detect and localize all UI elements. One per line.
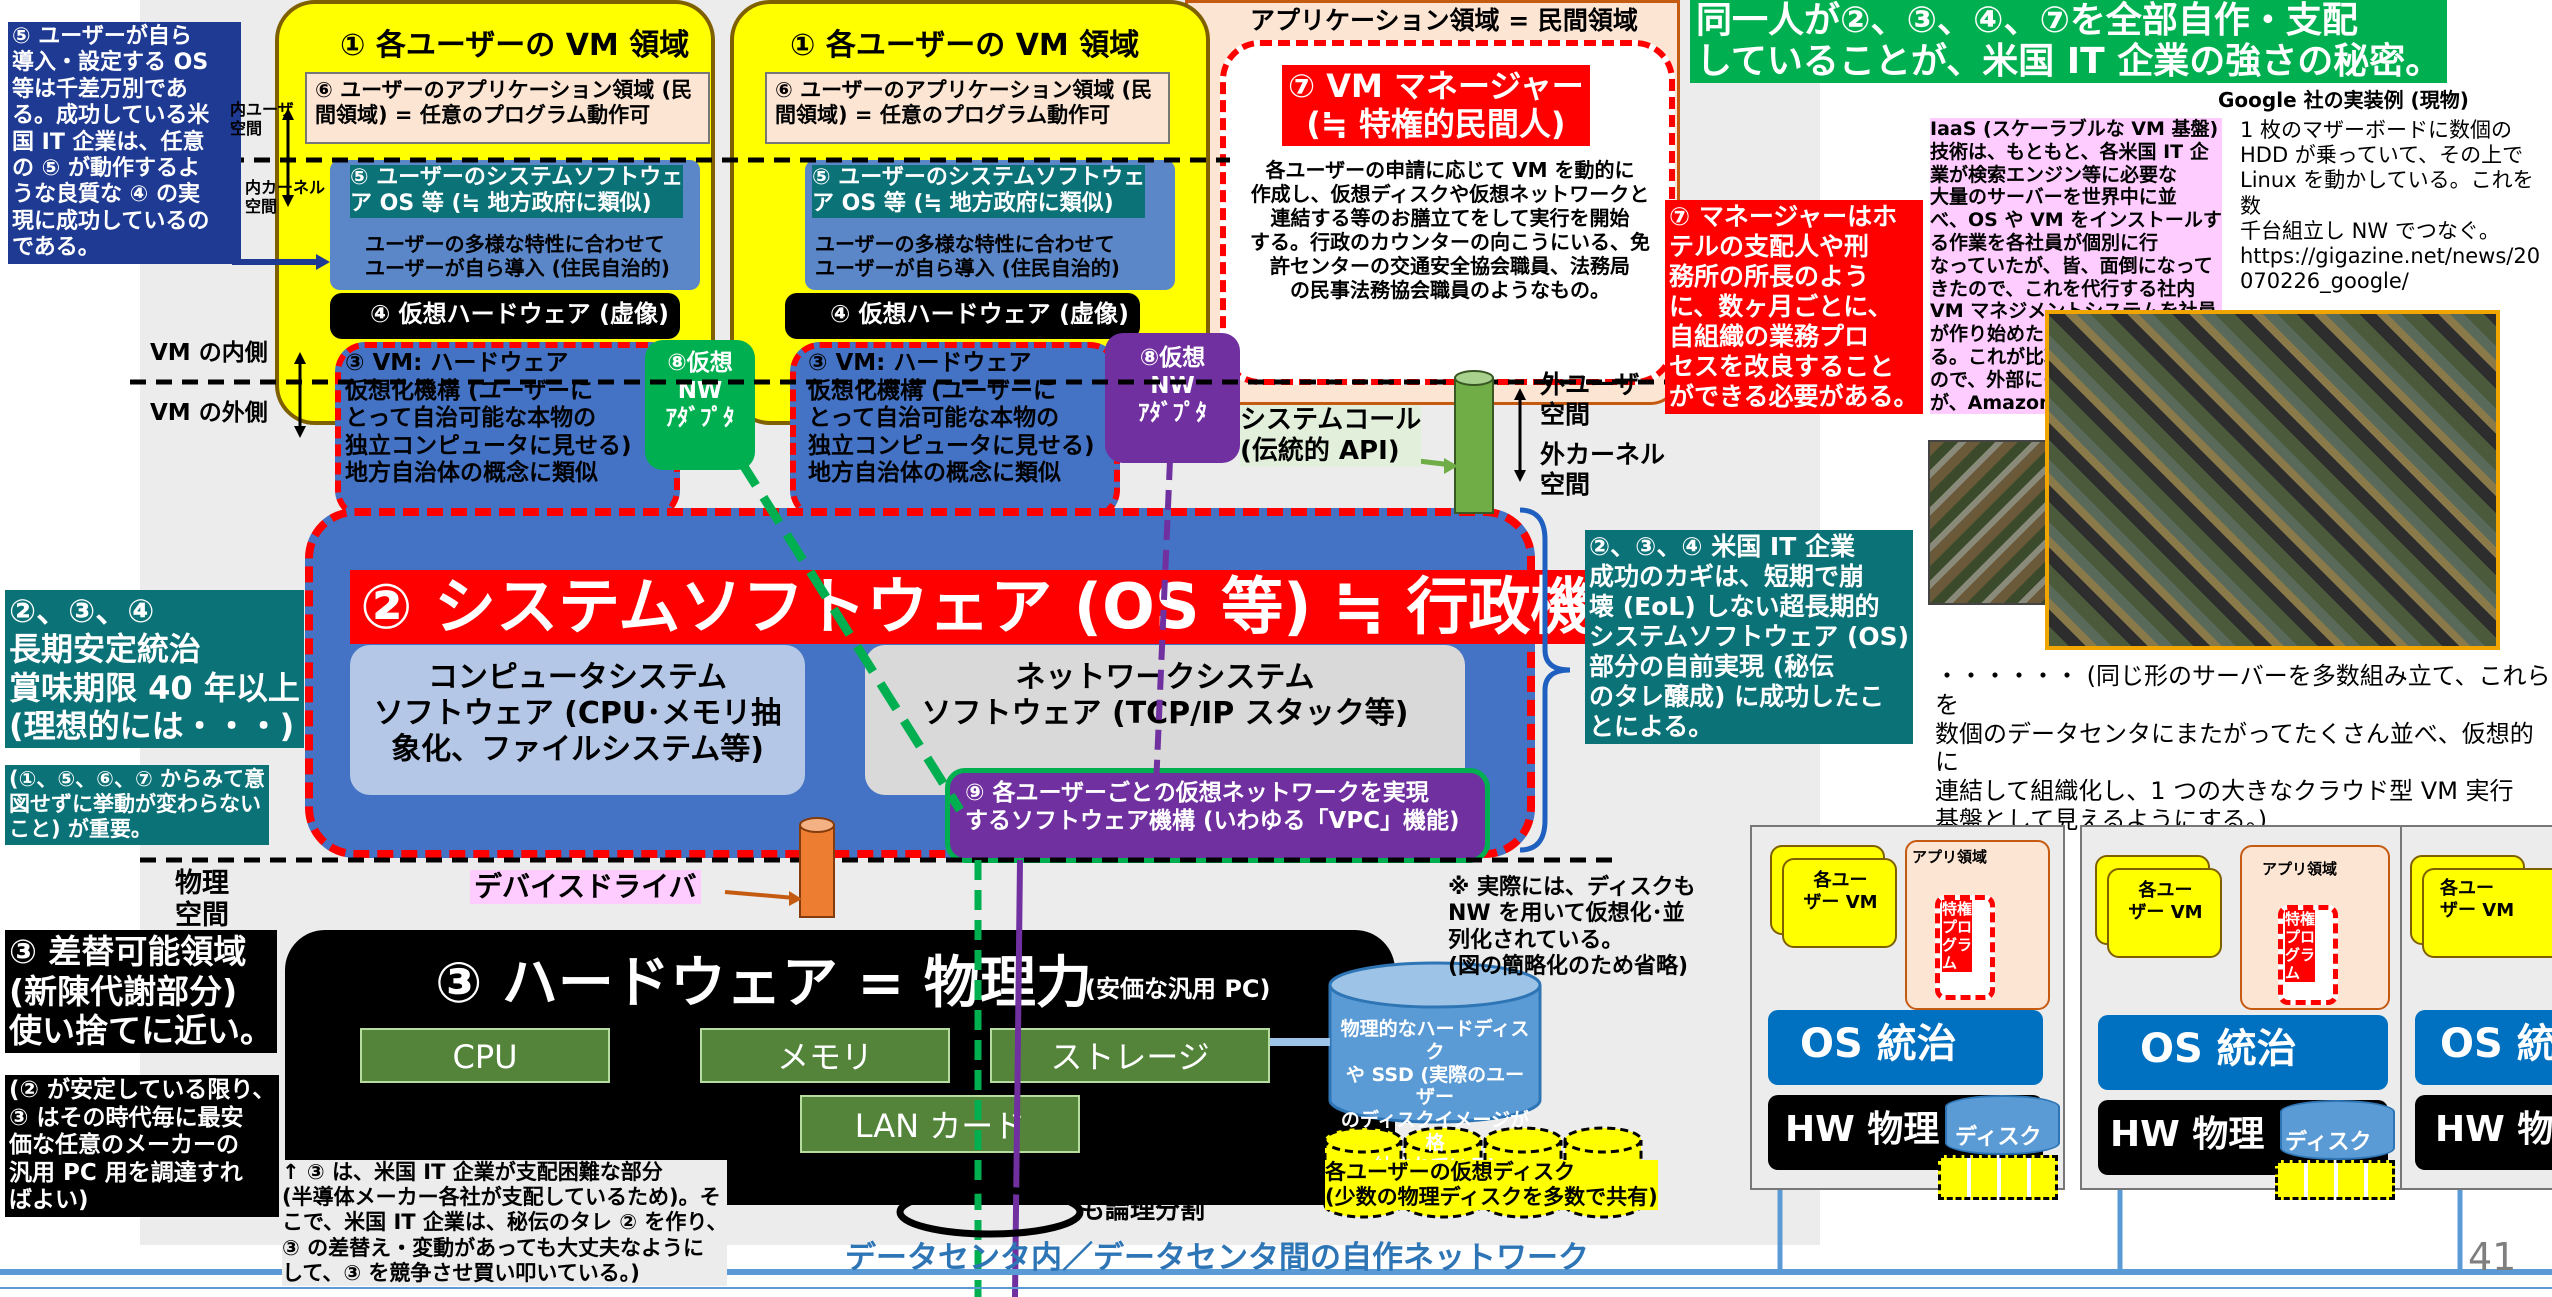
os-computer-system-text: コンピュータシステム ソフトウェア (CPU･メモリ抽 象化、ファイルシステム等… <box>373 660 782 767</box>
vm-2-virtual-hw <box>785 293 1140 339</box>
server-2-vm <box>2107 868 2222 958</box>
application-area-title: アプリケーション領域 = 民間領域 <box>1250 6 1638 35</box>
os-note: ②、③、④ 米国 IT 企業 成功のカギは、短期で崩 壊 (EoL) しない超長… <box>1585 530 1914 744</box>
vm-2-nw-adapter-label: ⑧仮想 NW ｱﾀﾞﾌﾟﾀ <box>1138 345 1207 427</box>
label-user-space: 内ユーザ 空間 <box>230 100 294 139</box>
label-outer-user-space: 外ユーザ 空間 <box>1540 370 1640 429</box>
label-physical-space: 物理 空間 <box>175 868 229 932</box>
server-3-vm <box>2422 868 2552 958</box>
os-network-system-text: ネットワークシステム ソフトウェア (TCP/IP スタック等) <box>921 660 1409 731</box>
vm-manager-title: ⑦ VM マネージャー (≒ 特権的民間人) <box>1282 65 1590 146</box>
server-3-os-label: OS 統治 <box>2440 1021 2552 1067</box>
server-1-os-label: OS 統治 <box>1800 1021 1957 1067</box>
server-2-disk-label: ディスク <box>2285 1130 2372 1155</box>
hardware-subtitle: (安価な汎用 PC) <box>1085 975 1271 1003</box>
vm-1-app-area <box>305 72 710 144</box>
server-1-hw-label: HW 物理 <box>1785 1109 1940 1150</box>
vm-manager-body: 各ユーザーの申請に応じて VM を動的に 作成し、仮想ディスクや仮想ネットワーク… <box>1250 158 1650 302</box>
vm-1-title: ① 各ユーザーの VM 領域 <box>340 28 690 63</box>
vm-1-virtual-hw-label: ④ 仮想ハードウェア (虚像) <box>370 300 669 328</box>
server-1-vm <box>1782 858 1897 948</box>
left-top-note: ⑤ ユーザーが自ら 導入・設定する OS 等は千差万別であ る。成功している米 … <box>8 22 241 264</box>
vm-2-nw-adapter <box>1105 333 1240 463</box>
vm-2-sys-title: ⑤ ユーザーのシステムソフトウェ ア OS 等 (≒ 地方政府に類似) <box>812 165 1146 218</box>
server-2-vm-label: 各ユー ザー VM <box>2128 880 2203 923</box>
server-1-priv-label: 特権 プロ グラ ム <box>1942 900 1973 972</box>
server-3-vm-label: 各ユー ザー VM <box>2440 878 2515 921</box>
vm-1-sys-title: ⑤ ユーザーのシステムソフトウェ ア OS 等 (≒ 地方政府に類似) <box>350 165 684 218</box>
left-mid-note-head: ②、③、④ 長期安定統治 賞味期限 40 年以上 (理想的には・・・) <box>5 590 304 748</box>
manager-note: ⑦ マネージャーはホ テルの支配人や刑 務所の所長のよう に、数ヶ月ごとに、 自… <box>1665 200 1923 414</box>
label-vm-outside: VM の外側 <box>150 400 268 426</box>
vm-1-nw-adapter <box>645 340 755 470</box>
syscall-label: システムコール (伝統的 API) <box>1240 405 1422 468</box>
vm-2-vm-mechanism <box>790 342 1120 520</box>
header-banner: 同一人が②、③、④、⑦を全部自作・支配 していることが、米国 IT 企業の強さの… <box>1690 0 2448 83</box>
vm-1-app-text: ⑥ ユーザーのアプリケーション領域 (民 間領域) = 任意のプログラム動作可 <box>315 78 693 128</box>
virtual-disk-label: 各ユーザーの仮想ディスク (少数の物理ディスクを多数で共有) <box>1325 1160 1658 1211</box>
vm-2-title: ① 各ユーザーの VM 領域 <box>790 28 1140 63</box>
server-1-os <box>1768 1010 2043 1085</box>
label-vm-inside: VM の内側 <box>150 340 268 366</box>
hardware-title: ③ ハードウェア = 物理力 <box>435 951 1092 1016</box>
physical-disk-label: 物理的なハードディスク や SSD (実際のユーザー のディスクイメージが格 納… <box>1340 1018 1530 1177</box>
network-split-label: ネットワーク も論理分割 <box>1080 1165 1231 1224</box>
server-1-app-label: アプリ領域 <box>1912 848 1988 866</box>
server-2-vdisks <box>2275 1160 2395 1200</box>
os-box-title: ② システムソフトウェア (OS 等) ≒ 行政機構 <box>350 570 1665 645</box>
left-bottom-note-body: (② が安定している限り、 ③ はその時代毎に最安 価な任意のメーカーの 汎用 … <box>5 1075 280 1217</box>
server-1-disk-label: ディスク <box>1955 1125 2042 1150</box>
vm-2-app-area <box>765 72 1170 144</box>
server-2-os-label: OS 統治 <box>2140 1026 2297 1072</box>
os-computer-system <box>350 645 805 795</box>
hw-cpu: CPU <box>360 1028 610 1083</box>
device-driver-label: デバイスドライバ <box>470 870 701 904</box>
cluster-note: ・・・・・・ (同じ形のサーバーを多数組み立て、これらを 数個のデータセンタにま… <box>1935 662 2551 834</box>
hw-storage: ストレージ <box>990 1028 1270 1083</box>
vm-2-sys-body: ユーザーの多様な特性に合わせて ユーザーが自ら導入 (住民自治的) <box>815 232 1120 280</box>
hw-memory: メモリ <box>700 1028 950 1083</box>
hardware-note: ↑ ③ は、米国 IT 企業が支配困難な部分 (半導体メーカー各社が支配している… <box>282 1160 728 1286</box>
server-3-os <box>2415 1010 2552 1085</box>
label-kernel-space: 内カーネル 空間 <box>245 178 326 217</box>
server-2-os <box>2098 1015 2388 1090</box>
vpc-text: ⑨ 各ユーザーごとの仮想ネットワークを実現 するソフトウェア機構 (いわゆる「V… <box>965 780 1460 834</box>
server-2-app-label: アプリ領域 <box>2262 860 2338 878</box>
server-3-hw <box>2415 1095 2552 1170</box>
google-body: 1 枚のマザーボードに数個の HDD が乗っていて、その上で Linux を動か… <box>2240 118 2541 294</box>
left-bottom-note-head: ③ 差替可能領域 (新陳代謝部分) 使い捨てに近い。 <box>5 930 277 1053</box>
google-server-photo-2 <box>2045 310 2500 650</box>
server-1-vdisks <box>1938 1155 2058 1200</box>
google-title: Google 社の実装例 (現物) <box>2218 88 2469 112</box>
bottom-network-label: データセンタ内／データセンタ間の自作ネットワーク <box>845 1240 1589 1276</box>
server-2-disk <box>2280 1100 2395 1160</box>
vm-2-virtual-hw-label: ④ 仮想ハードウェア (虚像) <box>830 300 1129 328</box>
vm-2-app-text: ⑥ ユーザーのアプリケーション領域 (民 間領域) = 任意のプログラム動作可 <box>775 78 1153 128</box>
server-2-priv-label: 特権 プロ グラ ム <box>2285 910 2316 982</box>
label-outer-kernel-space: 外カーネル 空間 <box>1540 440 1666 499</box>
vm-1-virtual-hw <box>330 293 680 339</box>
server-2-hw-label: HW 物理 <box>2110 1114 2265 1155</box>
server-3-hw-label: HW 物理 <box>2435 1109 2552 1150</box>
page-number: 41 <box>2468 1235 2517 1279</box>
server-1-vm-label: 各ユー ザー VM <box>1803 870 1878 913</box>
hw-lan-card: LAN カード <box>800 1095 1080 1153</box>
left-mid-note-body: (①、⑤、⑥、⑦ からみて意 図せずに挙動が変わらない こと) が重要。 <box>5 765 270 845</box>
vm-1-sys-body: ユーザーの多様な特性に合わせて ユーザーが自ら導入 (住民自治的) <box>365 232 670 280</box>
server-1-disk <box>1945 1095 2060 1155</box>
vm-2-vm-mechanism-text: ③ VM: ハードウェア 仮想化機構 (ユーザーに とって自治可能な本物の 独立… <box>808 350 1095 487</box>
disk-note: ※ 実際には、ディスクも NW を用いて仮想化･並 列化されている。 (図の簡略… <box>1448 875 1696 980</box>
